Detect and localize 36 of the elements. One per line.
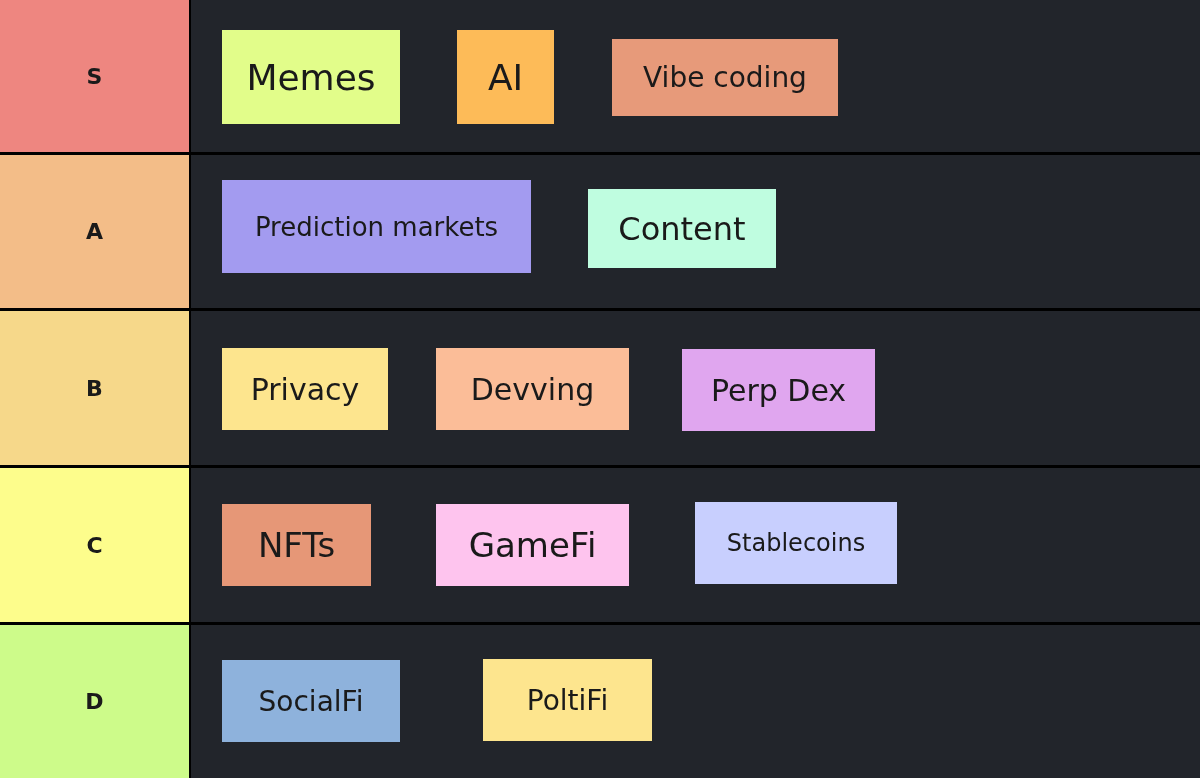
tier-item-card xyxy=(222,504,371,586)
item-label: Stablecoins xyxy=(726,529,866,557)
tier-label-cell xyxy=(0,468,189,622)
tier-item-card xyxy=(222,660,400,742)
tier-item-card xyxy=(436,504,629,586)
tier-item-card xyxy=(222,30,400,124)
tier-letter: B xyxy=(86,375,103,401)
item-label: Prediction markets xyxy=(254,211,499,242)
item-label: Privacy xyxy=(250,371,360,407)
item-label: Content xyxy=(618,209,746,248)
item-label: Devving xyxy=(470,371,595,407)
tier-label-cell xyxy=(0,0,189,152)
tier-letter: S xyxy=(86,63,103,89)
item-label: Perp Dex xyxy=(710,372,847,408)
tier-letter: A xyxy=(86,219,103,244)
tier-letter: D xyxy=(85,689,104,714)
tier-item-card xyxy=(222,348,388,430)
tier-item-card xyxy=(695,502,897,584)
tier-item-card xyxy=(436,348,629,430)
tier-label-cell xyxy=(0,625,189,778)
item-label: AI xyxy=(487,56,524,98)
item-label: SocialFi xyxy=(258,684,364,718)
tier-item-card xyxy=(612,39,838,116)
item-label: PoltiFi xyxy=(526,683,609,717)
tier-item-card xyxy=(588,189,776,268)
tier-item-card xyxy=(222,180,531,273)
tier-letter: C xyxy=(86,532,103,558)
item-label: Vibe coding xyxy=(643,61,807,94)
tier-item-card xyxy=(457,30,554,124)
item-label: NFTs xyxy=(257,525,336,565)
tier-item-card xyxy=(682,349,875,431)
tier-label-cell xyxy=(0,311,189,465)
tier-item-card xyxy=(483,659,652,741)
item-label: GameFi xyxy=(468,525,597,565)
item-label: Memes xyxy=(246,56,376,98)
tier-label-cell xyxy=(0,155,189,308)
